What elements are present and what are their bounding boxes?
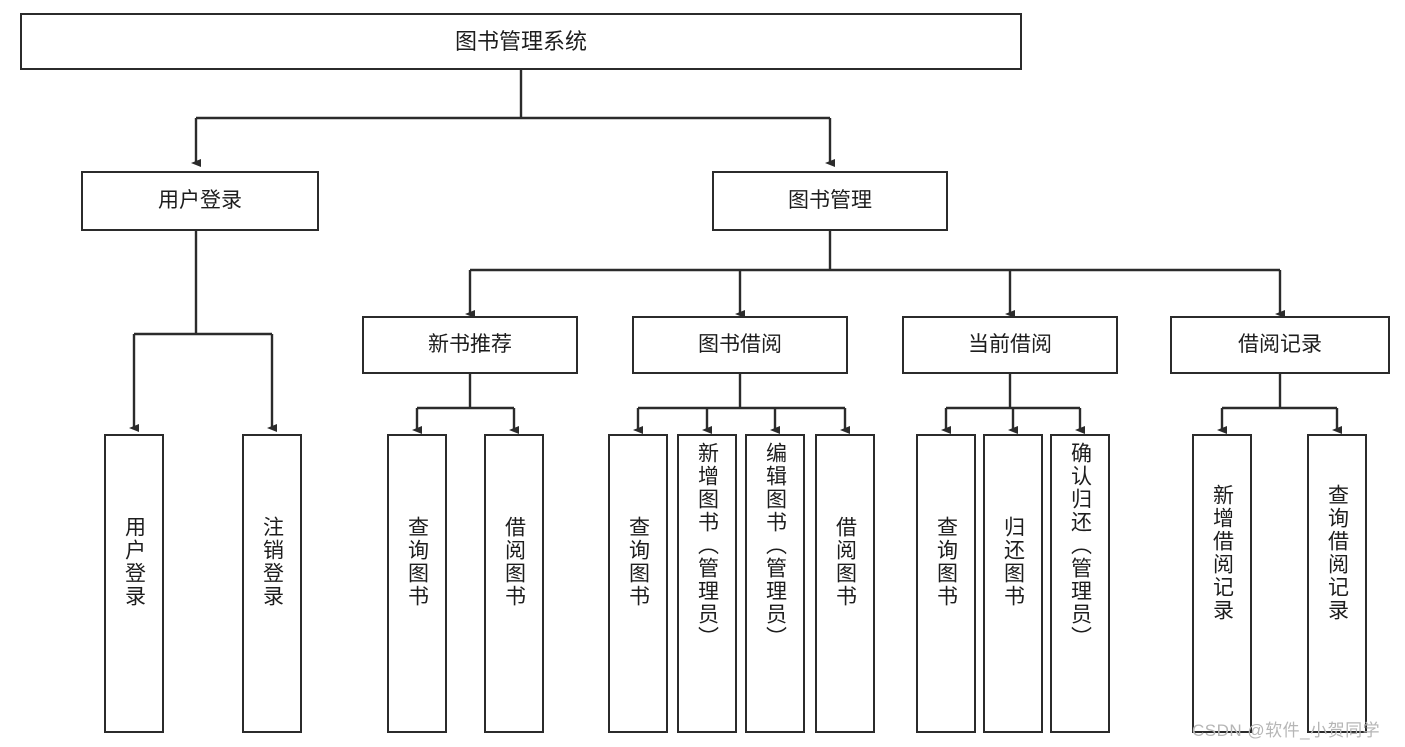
node-label: 查询图书 bbox=[405, 516, 429, 608]
node-label: 新增借阅记录 bbox=[1210, 484, 1234, 622]
leaf-add-book-admin[interactable]: 新增图书（管理员） bbox=[677, 434, 737, 733]
csdn-watermark: CSDN @软件_小贺同学 bbox=[1192, 721, 1381, 740]
leaf-query-book-current[interactable]: 查询图书 bbox=[916, 434, 976, 733]
node-user-login[interactable]: 用户登录 bbox=[81, 171, 319, 231]
node-book-management[interactable]: 图书管理 bbox=[712, 171, 948, 231]
node-label: 图书管理系统 bbox=[454, 28, 587, 54]
node-label: 新增图书（管理员） bbox=[695, 442, 719, 649]
leaf-confirm-return-admin[interactable]: 确认归还（管理员） bbox=[1050, 434, 1110, 733]
node-label: 编辑图书（管理员） bbox=[763, 442, 787, 649]
leaf-edit-book-admin[interactable]: 编辑图书（管理员） bbox=[745, 434, 805, 733]
node-label: 借阅记录 bbox=[1238, 332, 1322, 356]
node-label: 查询图书 bbox=[934, 516, 958, 608]
node-book-borrow[interactable]: 图书借阅 bbox=[632, 316, 848, 374]
leaf-query-book-new[interactable]: 查询图书 bbox=[387, 434, 447, 733]
node-label: 注销登录 bbox=[260, 516, 284, 608]
node-label: 确认归还（管理员） bbox=[1068, 442, 1092, 649]
leaf-borrow-book[interactable]: 借阅图书 bbox=[815, 434, 875, 733]
node-root-system[interactable]: 图书管理系统 bbox=[20, 13, 1022, 70]
leaf-user-login[interactable]: 用户登录 bbox=[104, 434, 164, 733]
node-label: 归还图书 bbox=[1001, 516, 1025, 608]
node-label: 用户登录 bbox=[122, 516, 146, 608]
leaf-borrow-book-new[interactable]: 借阅图书 bbox=[484, 434, 544, 733]
leaf-return-book[interactable]: 归还图书 bbox=[983, 434, 1043, 733]
leaf-query-borrow-record[interactable]: 查询借阅记录 bbox=[1307, 434, 1367, 733]
node-label: 查询图书 bbox=[626, 516, 650, 608]
node-current-borrow[interactable]: 当前借阅 bbox=[902, 316, 1118, 374]
node-label: 借阅图书 bbox=[502, 516, 526, 608]
node-label: 借阅图书 bbox=[833, 516, 857, 608]
leaf-add-borrow-record[interactable]: 新增借阅记录 bbox=[1192, 434, 1252, 733]
node-label: 查询借阅记录 bbox=[1325, 484, 1349, 622]
node-label: 图书借阅 bbox=[698, 332, 782, 356]
node-label: 图书管理 bbox=[788, 188, 872, 212]
leaf-query-book-borrow[interactable]: 查询图书 bbox=[608, 434, 668, 733]
leaf-user-logout[interactable]: 注销登录 bbox=[242, 434, 302, 733]
node-borrow-record[interactable]: 借阅记录 bbox=[1170, 316, 1390, 374]
node-label: 用户登录 bbox=[158, 188, 242, 212]
node-label: 新书推荐 bbox=[428, 332, 512, 356]
node-new-book-recommend[interactable]: 新书推荐 bbox=[362, 316, 578, 374]
node-label: 当前借阅 bbox=[968, 332, 1052, 356]
